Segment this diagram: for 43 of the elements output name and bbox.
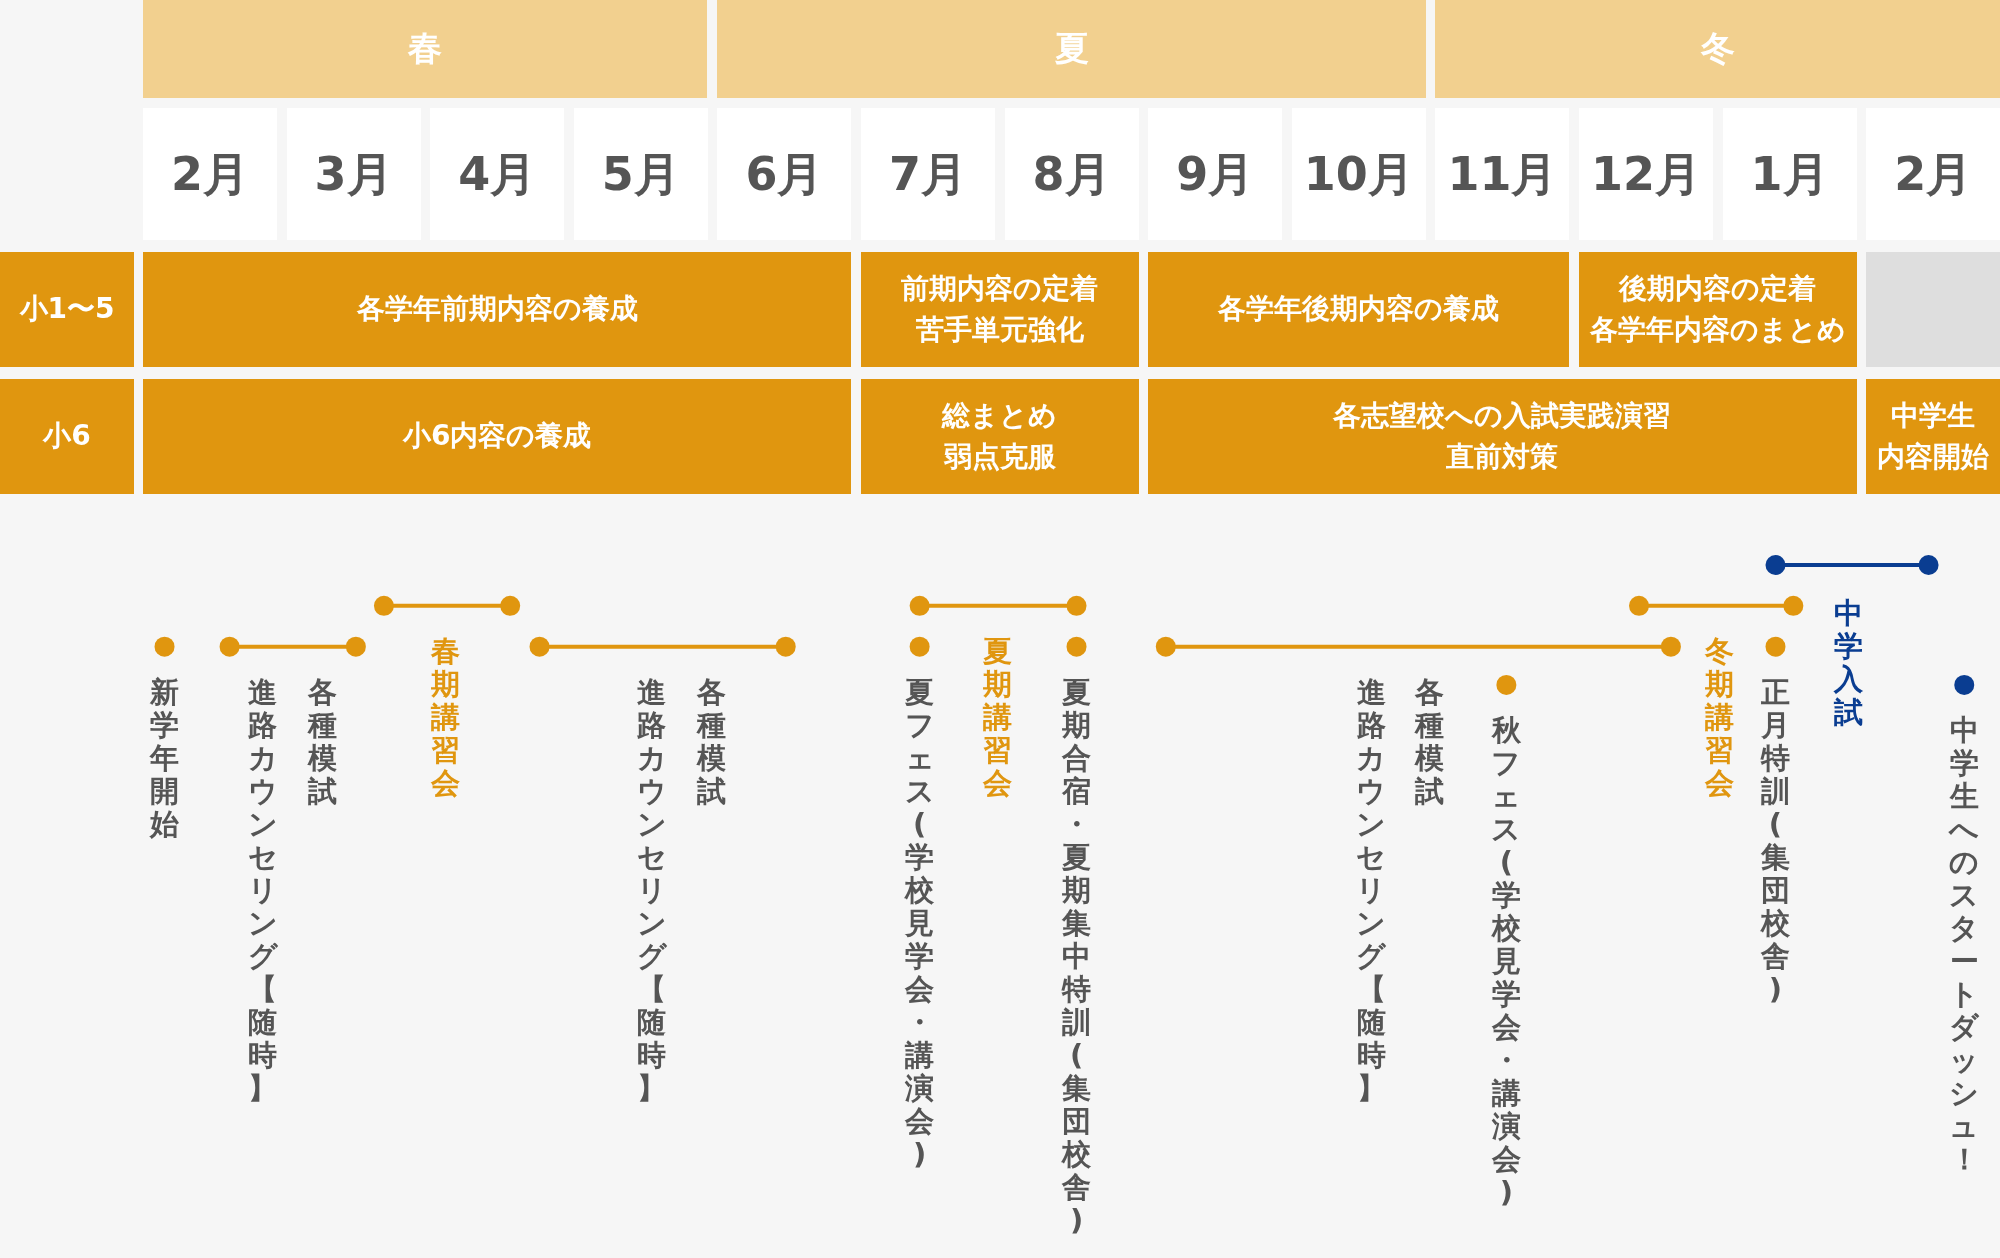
- event-label: 夏期講習会: [981, 635, 1013, 801]
- grade-label: 小1〜5: [0, 252, 134, 367]
- empty-cell: [1866, 252, 2000, 367]
- event-label: 進路カウンセリング【随時】: [1355, 676, 1388, 1105]
- season-header: 夏: [717, 0, 1426, 98]
- event-label: 進路カウンセリング【随時】: [635, 676, 668, 1105]
- month-cell: 10月: [1291, 108, 1426, 240]
- event-label: 進路カウンセリング【随時】: [246, 676, 279, 1105]
- event-label: 夏フェス(学校見学会・講演会): [903, 676, 936, 1171]
- month-cell: 3月: [286, 108, 421, 240]
- event-label: 正月特訓(集団校舎): [1759, 676, 1791, 1006]
- event-label: 新学年開始: [148, 676, 181, 841]
- event-label: 冬期講習会: [1703, 635, 1735, 801]
- month-cell: 6月: [717, 108, 852, 240]
- curriculum-bar: 各学年後期内容の養成: [1148, 252, 1570, 367]
- event-label: 春期講習会: [429, 635, 461, 801]
- grade-label: 小6: [0, 379, 134, 494]
- event-label: 各種模試: [695, 676, 728, 808]
- season-header: 冬: [1435, 0, 2000, 98]
- month-cell: 8月: [1004, 108, 1139, 240]
- curriculum-bar: 総まとめ 弱点克服: [861, 379, 1139, 494]
- event-label: 中学生へのスタートダッシュ！: [1947, 714, 1981, 1177]
- curriculum-bar: 小6内容の養成: [143, 379, 852, 494]
- event-label: 中学入試: [1832, 596, 1864, 729]
- event-label: 各種模試: [306, 676, 339, 808]
- month-cell: 9月: [1148, 108, 1283, 240]
- month-cell: 12月: [1579, 108, 1713, 240]
- month-cell: 11月: [1435, 108, 1570, 240]
- event-label: 夏期合宿・夏期集中特訓(集団校舎): [1060, 676, 1092, 1237]
- curriculum-bar: 前期内容の定着 苦手単元強化: [861, 252, 1139, 367]
- curriculum-bar: 各志望校への入試実践演習 直前対策: [1148, 379, 1857, 494]
- event-label: 秋フェス(学校見学会・講演会): [1490, 714, 1523, 1210]
- month-cell: 7月: [861, 108, 995, 240]
- event-label: 各種模試: [1413, 676, 1446, 808]
- curriculum-bar: 中学生 内容開始: [1866, 379, 2000, 494]
- month-cell: 4月: [430, 108, 565, 240]
- curriculum-bar: 後期内容の定着 各学年内容のまとめ: [1579, 252, 1857, 367]
- season-header: 春: [143, 0, 707, 98]
- month-cell: 2月: [1866, 108, 2000, 240]
- month-cell: 1月: [1722, 108, 1857, 240]
- month-cell: 5月: [573, 108, 708, 240]
- curriculum-bar: 各学年前期内容の養成: [143, 252, 852, 367]
- month-cell: 2月: [143, 108, 277, 240]
